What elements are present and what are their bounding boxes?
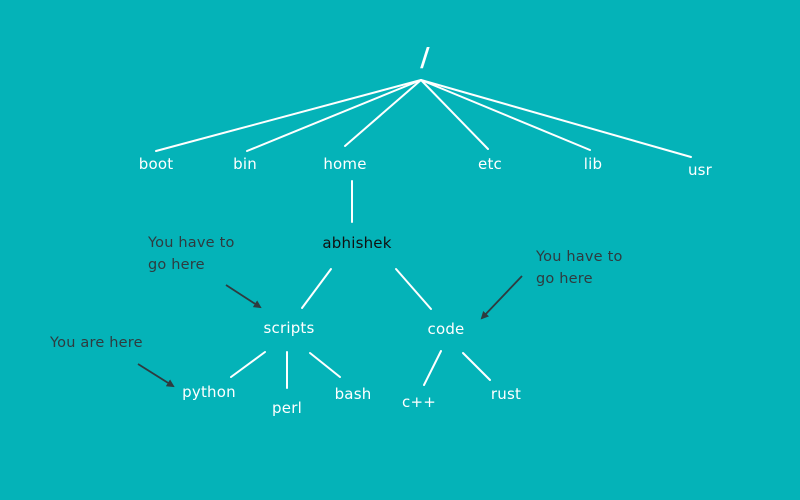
edge-code-rust xyxy=(462,352,491,381)
edge-abhishek-scripts xyxy=(301,268,332,309)
edge-scripts-bash xyxy=(309,352,341,378)
edge-code-cpp xyxy=(423,350,442,386)
dir-perl: perl xyxy=(272,399,302,417)
annotation-line: You are here xyxy=(50,335,143,351)
dir-cpp: c++ xyxy=(402,393,436,411)
edge-root-home xyxy=(344,79,422,147)
annotation-line: go here xyxy=(536,271,593,287)
dir-bash: bash xyxy=(334,385,372,403)
edge-root-bin xyxy=(246,79,422,152)
annotation-line: You have to xyxy=(536,249,623,265)
edge-root-lib xyxy=(420,79,591,151)
dir-bin: bin xyxy=(233,155,257,173)
dir-home: home xyxy=(323,155,367,173)
annotation-line: go here xyxy=(148,257,205,273)
annotation-current-location: You are here xyxy=(50,332,143,354)
annotation-destination-left: You have to go here xyxy=(148,232,235,276)
edge-abhishek-code xyxy=(395,268,432,310)
arrow-to-python xyxy=(137,363,175,388)
root-directory: / xyxy=(420,43,430,73)
dir-lib: lib xyxy=(583,155,603,173)
dir-boot: boot xyxy=(138,155,174,173)
annotation-destination-right: You have to go here xyxy=(536,246,623,290)
dir-usr: usr xyxy=(687,161,713,179)
dir-rust: rust xyxy=(490,385,522,403)
dir-python: python xyxy=(182,383,236,401)
arrow-to-scripts xyxy=(225,284,262,309)
edge-scripts-python xyxy=(230,351,266,378)
edge-root-boot xyxy=(155,79,422,152)
dir-code: code xyxy=(427,320,465,338)
edge-root-usr xyxy=(420,79,692,158)
dir-abhishek: abhishek xyxy=(322,234,392,252)
edge-root-etc xyxy=(420,79,489,150)
arrow-to-code xyxy=(480,275,523,320)
dir-scripts: scripts xyxy=(263,319,315,337)
dir-etc: etc xyxy=(478,155,502,173)
annotation-line: You have to xyxy=(148,235,235,251)
